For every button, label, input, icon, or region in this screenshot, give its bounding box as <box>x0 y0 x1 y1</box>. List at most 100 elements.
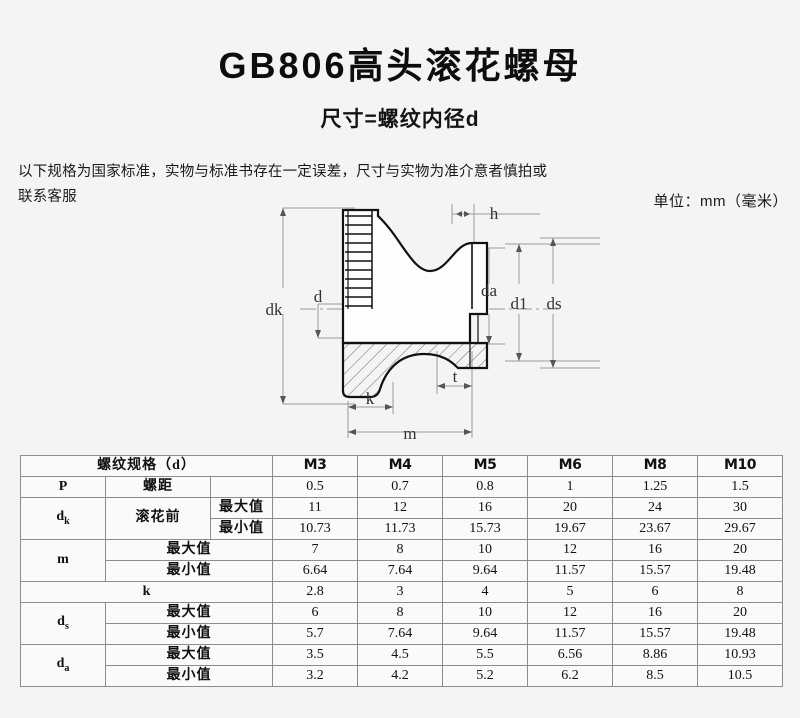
specification-table: 螺纹规格（d） M3 M4 M5 M6 M8 M10 P 螺距 0.5 0.7 … <box>19 455 784 687</box>
cell-da-min-m4: 4.2 <box>357 665 444 687</box>
size-header-m8: M8 <box>612 455 699 477</box>
row-label-dk-min: 最小值 <box>209 518 274 540</box>
table-row-m-min: 最小值 6.64 7.64 9.64 11.57 15.57 19.48 <box>21 560 784 582</box>
cell-ds-max-m10: 20 <box>697 602 784 624</box>
cell-ds-min-m3: 5.7 <box>272 623 359 645</box>
cell-da-min-m10: 10.5 <box>697 665 784 687</box>
size-header-m5: M5 <box>442 455 529 477</box>
cell-m-min-m10: 19.48 <box>697 560 784 582</box>
table-row-k: k 2.8 3 4 5 6 8 <box>19 581 784 603</box>
cell-ds-min-m8: 15.57 <box>612 623 699 645</box>
row-label-ds-max: 最大值 <box>104 602 274 624</box>
cell-ds-max-m5: 10 <box>442 602 529 624</box>
row-label-k: k <box>19 581 274 603</box>
cell-pitch-m8: 1.25 <box>612 476 699 498</box>
cell-ds-max-m8: 16 <box>612 602 699 624</box>
cell-dk-max-m3: 11 <box>272 497 359 519</box>
row-label-da-max: 最大值 <box>104 644 274 666</box>
cell-ds-min-m6: 11.57 <box>527 623 614 645</box>
table-row-m-max: m 最大值 7 8 10 12 16 20 <box>20 539 784 582</box>
cell-m-max-m5: 10 <box>442 539 529 561</box>
technical-drawing: dk d h da d1 ds t k m <box>0 196 800 446</box>
cell-pitch-m3: 0.5 <box>272 476 359 498</box>
row-label-m-min: 最小值 <box>104 560 274 582</box>
drawing-labels: dk d h da d1 ds t k m <box>266 204 562 443</box>
table-row-header: 螺纹规格（d） M3 M4 M5 M6 M8 M10 <box>19 455 784 477</box>
cell-da-max-m3: 3.5 <box>272 644 359 666</box>
cell-pitch-m4: 0.7 <box>357 476 444 498</box>
cell-dk-min-m5: 15.73 <box>442 518 529 540</box>
description-text: 以下规格为国家标准，实物与标准书存在一定误差，尺寸与实物为准介意者慎拍或 联系客… <box>18 160 658 210</box>
cell-pitch-m10: 1.5 <box>697 476 784 498</box>
cell-m-min-m5: 9.64 <box>442 560 529 582</box>
row-label-da-min: 最小值 <box>104 665 274 687</box>
cell-k-m8: 6 <box>612 581 699 603</box>
cell-ds-max-m4: 8 <box>357 602 444 624</box>
cell-pitch-m6: 1 <box>527 476 614 498</box>
cell-m-max-m8: 16 <box>612 539 699 561</box>
size-header-m3: M3 <box>272 455 359 477</box>
row-label-before-knurl: 滚花前 <box>105 497 211 540</box>
size-header-m4: M4 <box>357 455 444 477</box>
row-label-dk: dk <box>20 497 106 540</box>
cell-ds-max-m3: 6 <box>272 602 359 624</box>
cell-ds-max-m6: 12 <box>527 602 614 624</box>
row-label-da: da <box>20 644 106 687</box>
row-label-m: m <box>20 539 106 582</box>
cell-ds-min-m5: 9.64 <box>442 623 529 645</box>
cell-da-max-m8: 8.86 <box>612 644 699 666</box>
nut-cross-section-svg: dk d h da d1 ds t k m <box>266 204 600 443</box>
label-da: da <box>481 281 498 300</box>
spec-header-cell: 螺纹规格（d） <box>19 455 274 477</box>
cell-dk-min-m8: 23.67 <box>612 518 699 540</box>
table-row-dk-min: 最小值 10.73 11.73 15.73 19.67 23.67 29.67 <box>21 518 784 540</box>
cell-m-max-m3: 7 <box>272 539 359 561</box>
row-spacer-pitch <box>209 476 274 498</box>
table-row-ds-max: ds 最大值 6 8 10 12 16 20 <box>20 602 784 645</box>
cell-k-m10: 8 <box>697 581 784 603</box>
label-m: m <box>403 424 416 443</box>
cell-da-min-m5: 5.2 <box>442 665 529 687</box>
label-t: t <box>453 367 458 386</box>
cell-da-max-m10: 10.93 <box>697 644 784 666</box>
label-h: h <box>490 204 499 223</box>
cell-da-max-m6: 6.56 <box>527 644 614 666</box>
cell-k-m4: 3 <box>357 581 444 603</box>
cell-k-m6: 5 <box>527 581 614 603</box>
cell-dk-min-m3: 10.73 <box>272 518 359 540</box>
spec-table-container: 螺纹规格（d） M3 M4 M5 M6 M8 M10 P 螺距 0.5 0.7 … <box>19 455 784 687</box>
description-line-2: 联系客服 <box>18 188 77 205</box>
cell-ds-min-m4: 7.64 <box>357 623 444 645</box>
cell-m-max-m10: 20 <box>697 539 784 561</box>
cell-da-min-m6: 6.2 <box>527 665 614 687</box>
row-label-ds-min: 最小值 <box>104 623 274 645</box>
page-subtitle: 尺寸=螺纹内径d <box>320 107 480 131</box>
dimension-arrows <box>280 208 556 435</box>
row-label-ds: ds <box>20 602 106 645</box>
table-row-da-max: da 最大值 3.5 4.5 5.5 6.56 8.86 10.93 <box>20 644 784 687</box>
cell-m-min-m8: 15.57 <box>612 560 699 582</box>
label-ds: ds <box>546 294 561 313</box>
table-row-dk-max: dk 滚花前 最大值 11 12 16 20 24 30 <box>20 497 784 540</box>
cell-dk-min-m6: 19.67 <box>527 518 614 540</box>
table-row-pitch: P 螺距 0.5 0.7 0.8 1 1.25 1.5 <box>20 476 784 498</box>
table-row-ds-min: 最小值 5.7 7.64 9.64 11.57 15.57 19.48 <box>21 623 784 645</box>
cell-da-min-m3: 3.2 <box>272 665 359 687</box>
page-title: GB806高头滚花螺母 <box>218 45 582 86</box>
cell-da-min-m8: 8.5 <box>612 665 699 687</box>
row-label-m-max: 最大值 <box>104 539 274 561</box>
nut-upper-body <box>341 208 489 345</box>
row-label-pitch: 螺距 <box>105 476 211 498</box>
cell-ds-min-m10: 19.48 <box>697 623 784 645</box>
cell-dk-max-m8: 24 <box>612 497 699 519</box>
row-label-dk-max: 最大值 <box>209 497 274 519</box>
cell-m-max-m4: 8 <box>357 539 444 561</box>
cell-m-min-m6: 11.57 <box>527 560 614 582</box>
cell-k-m3: 2.8 <box>272 581 359 603</box>
description-line-1: 以下规格为国家标准，实物与标准书存在一定误差，尺寸与实物为准介意者慎拍或 <box>18 164 548 180</box>
label-d1: d1 <box>511 294 528 313</box>
cell-k-m5: 4 <box>442 581 529 603</box>
row-label-p: P <box>20 476 106 498</box>
nut-lower-section <box>341 341 489 399</box>
cell-m-max-m6: 12 <box>527 539 614 561</box>
